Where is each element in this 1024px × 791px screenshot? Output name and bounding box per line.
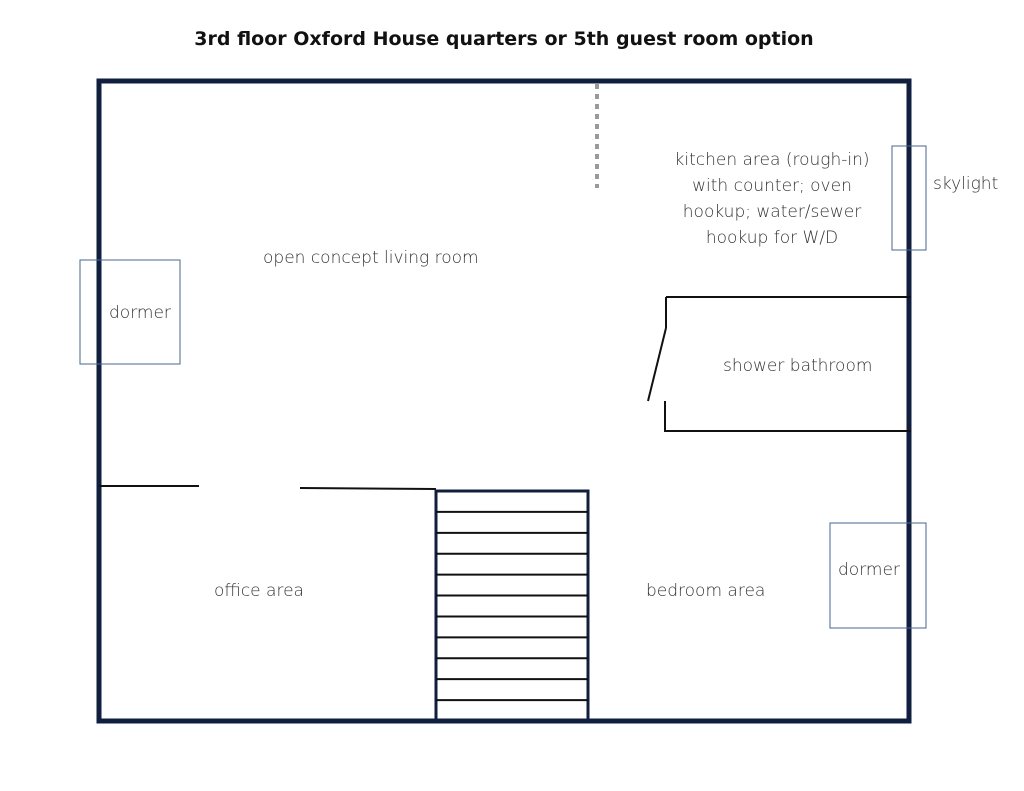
plan-title: 3rd floor Oxford House quarters or 5th g… — [194, 28, 814, 50]
skylight-outline — [891, 145, 927, 251]
dormer-right-outline — [829, 522, 927, 629]
room-label-bathroom: shower bathroom — [723, 356, 873, 376]
dormer-right-label: dormer — [838, 560, 900, 580]
dormer-left-outline — [79, 259, 181, 365]
room-label-kitchen: kitchen area (rough-in) with counter; ov… — [674, 150, 870, 248]
office-wall-right — [299, 487, 437, 490]
room-label-office: office area — [214, 581, 304, 601]
bathroom-door — [647, 327, 667, 402]
staircase-outline — [434, 489, 590, 723]
room-label-bedroom: bedroom area — [646, 581, 766, 601]
skylight-label: skylight — [933, 174, 999, 194]
room-label-living: open concept living room — [263, 248, 479, 268]
dormer-left-label: dormer — [109, 303, 171, 323]
staircase — [434, 489, 590, 723]
